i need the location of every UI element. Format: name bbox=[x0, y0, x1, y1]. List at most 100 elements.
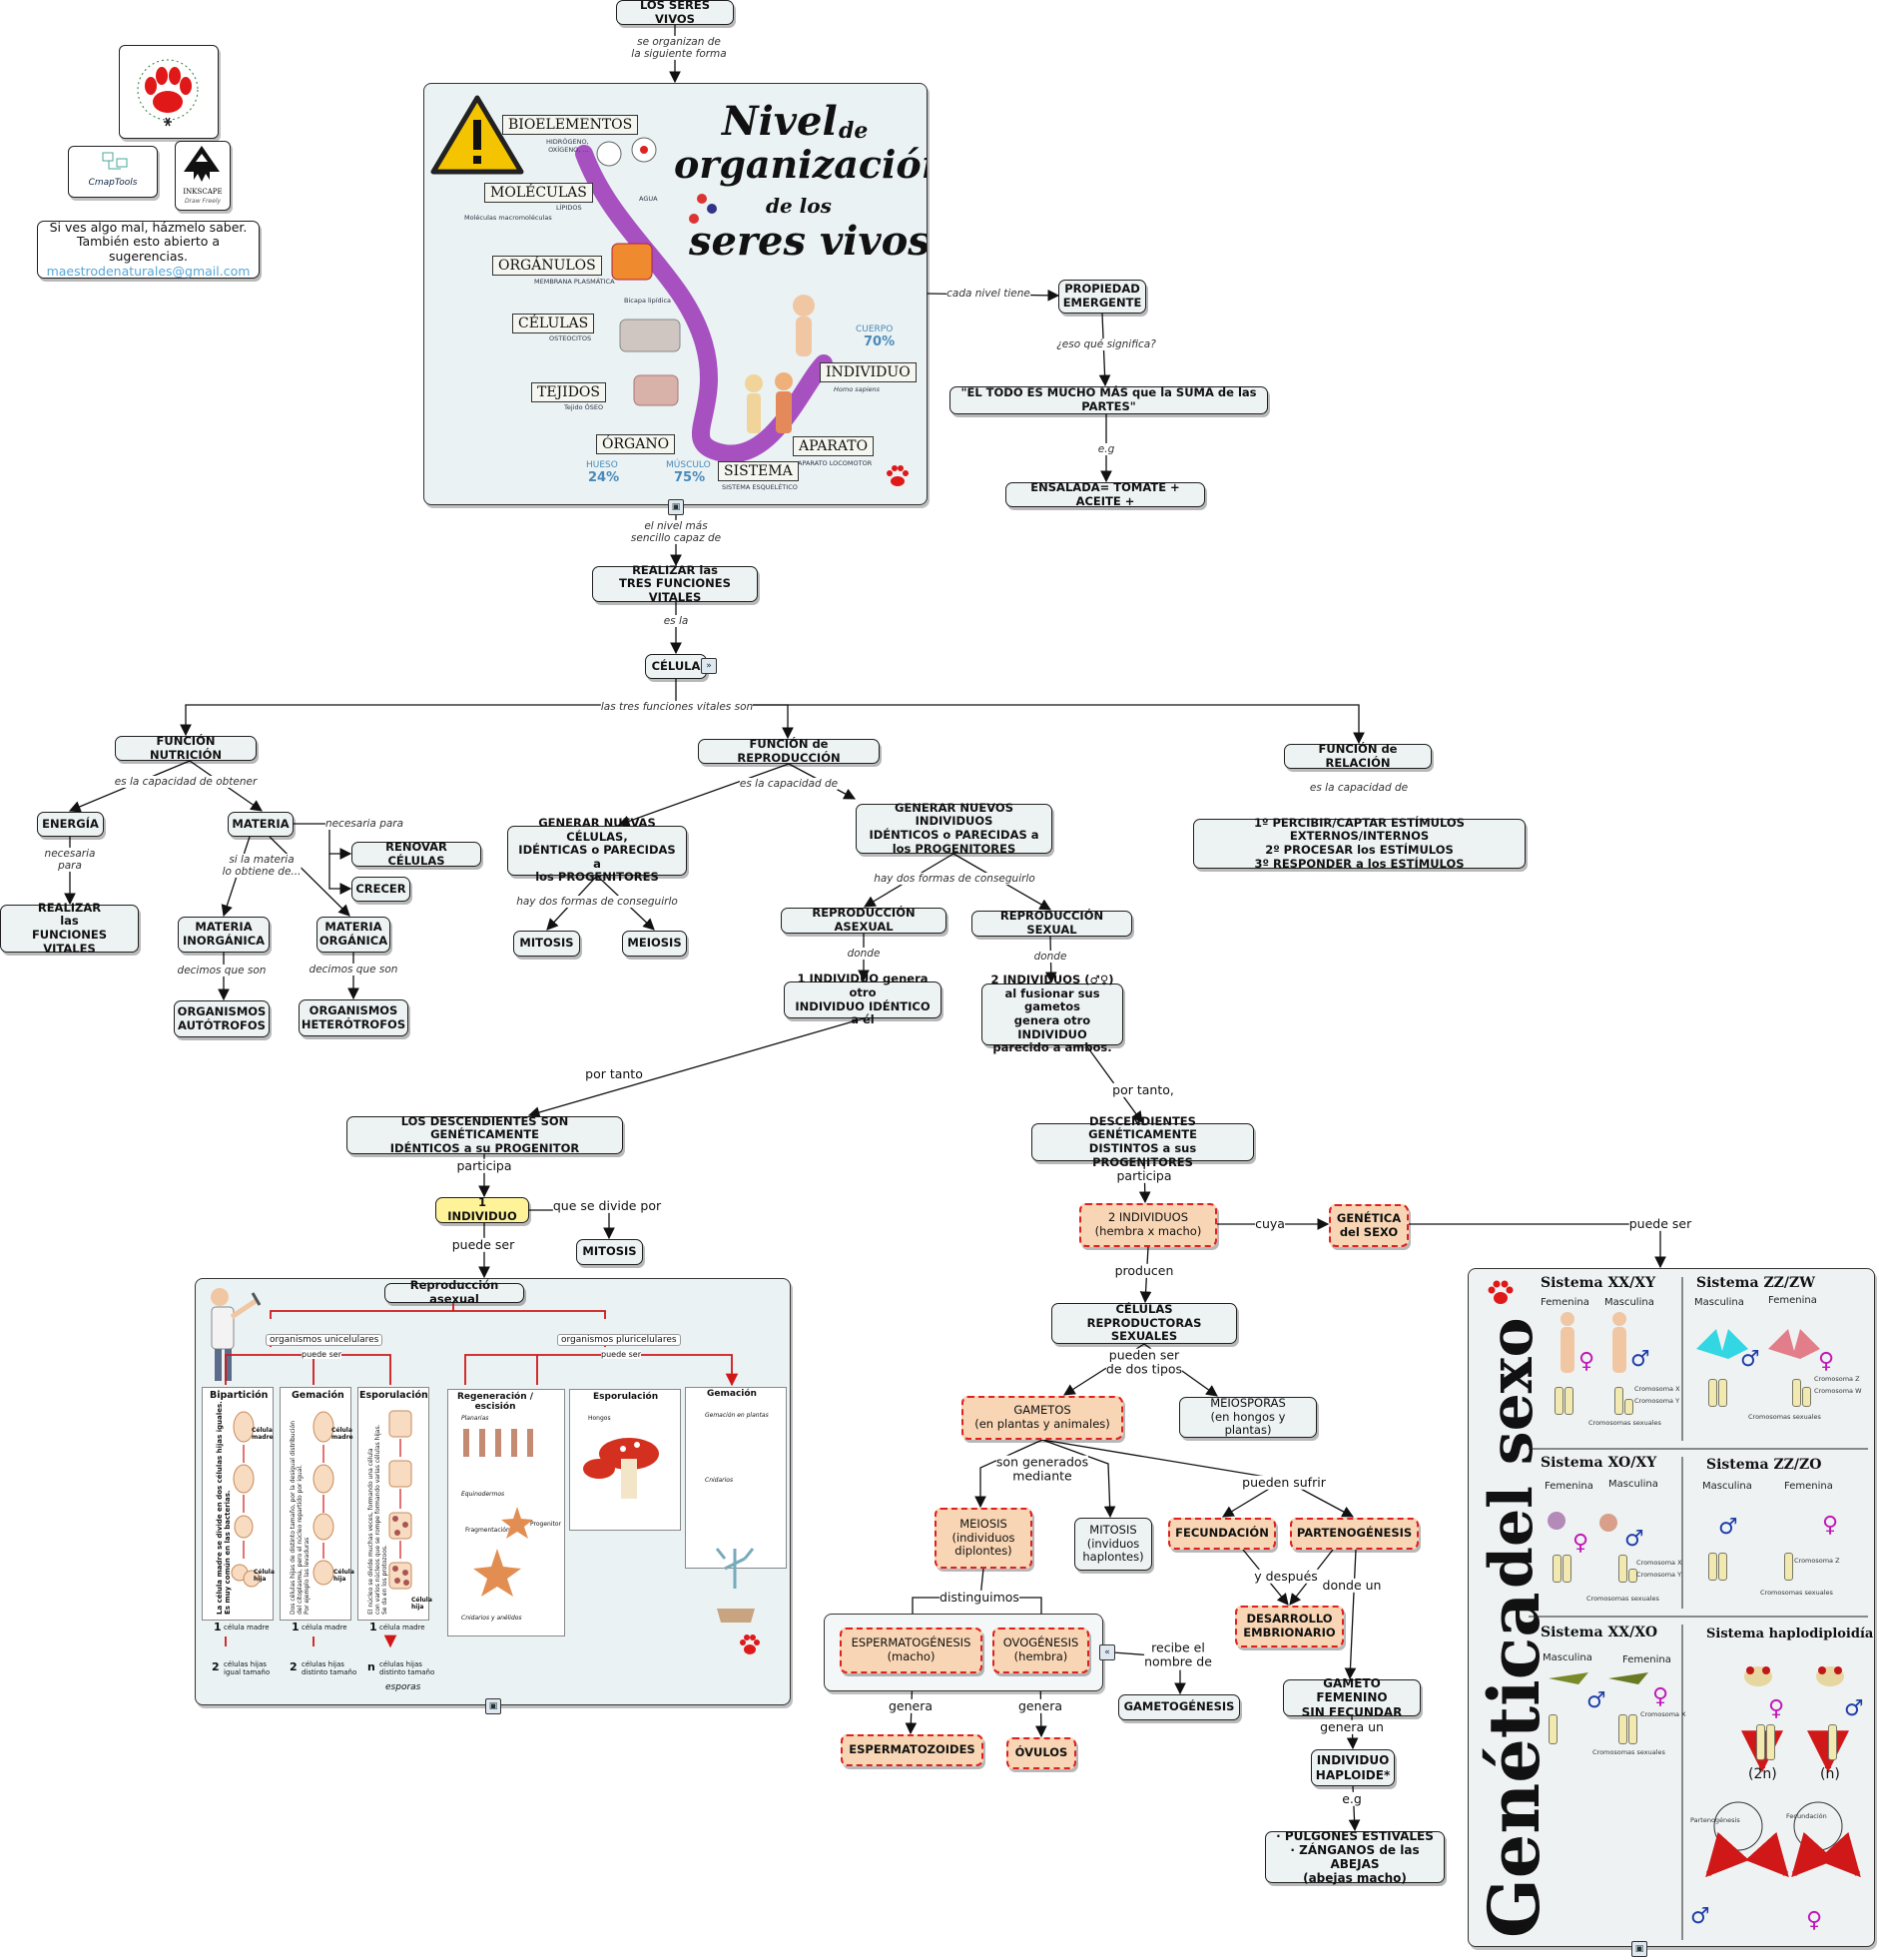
count-1b: 1 bbox=[292, 1621, 300, 1633]
expand-icon[interactable]: » bbox=[701, 658, 717, 674]
cmaptools-label: CmapTools bbox=[88, 178, 138, 188]
contact-note: Si ves algo mal, házmelo saber. También … bbox=[37, 219, 260, 279]
image-icon-asexual[interactable]: ▣ bbox=[485, 1698, 501, 1714]
node-mitosis-3[interactable]: MITOSIS (inviduos haplontes) bbox=[1074, 1518, 1152, 1571]
female-icon-3: ♀ bbox=[1572, 1531, 1589, 1556]
image-icon-genetica[interactable]: ▣ bbox=[1631, 1941, 1647, 1957]
node-materia[interactable]: MATERIA bbox=[228, 812, 294, 837]
link-organizan: se organizan de la siguiente forma bbox=[631, 35, 727, 61]
node-funcion-reproduccion[interactable]: FUNCIÓN de REPRODUCCIÓN bbox=[698, 737, 880, 764]
sub-bicapa: Bicapa lipídica bbox=[624, 297, 672, 305]
node-partenogenesis[interactable]: PARTENOGÉNESIS bbox=[1290, 1518, 1419, 1550]
genetica-paw-icon bbox=[1488, 1280, 1514, 1304]
node-pulgones-zanganos[interactable]: · PULGONES ESTIVALES · ZÁNGANOS de las A… bbox=[1265, 1829, 1445, 1885]
contact-text: Si ves algo mal, házmelo saber. También … bbox=[49, 219, 248, 264]
panel-paw-icon bbox=[887, 465, 909, 486]
link-genera-1: genera bbox=[888, 1697, 934, 1714]
node-dos-individuos[interactable]: 2 INDIVIDUOS (hembra x macho) bbox=[1079, 1203, 1217, 1247]
nivel-title-delos: de los bbox=[766, 194, 832, 218]
node-heterotrofos[interactable]: ORGANISMOS HETERÓTROFOS bbox=[299, 999, 408, 1036]
node-renovar-celulas[interactable]: RENOVAR CÉLULAS bbox=[351, 840, 481, 867]
link-cuya: cuya bbox=[1255, 1215, 1285, 1232]
node-funcion-relacion[interactable]: FUNCIÓN de RELACIÓN bbox=[1284, 742, 1432, 769]
chromosome bbox=[1792, 1379, 1801, 1407]
sistema-haplodiploidia: Sistema haplodiploidía bbox=[1706, 1627, 1874, 1641]
label-hongos: Hongos bbox=[588, 1415, 611, 1422]
node-ovogenesis[interactable]: OVOGÉNESIS (hembra) bbox=[992, 1628, 1089, 1673]
link-dos-formas-2: hay dos formas de conseguirlo bbox=[874, 872, 1035, 886]
node-gametogenesis[interactable]: GAMETOGÉNESIS bbox=[1118, 1694, 1240, 1720]
gemacion2-column bbox=[685, 1387, 787, 1569]
chromosome bbox=[1718, 1379, 1727, 1407]
node-desarrollo-embrionario[interactable]: DESARROLLO EMBRIONARIO bbox=[1235, 1606, 1344, 1647]
node-celulas-reproductoras[interactable]: CÉLULAS REPRODUCTORAS SEXUALES bbox=[1051, 1302, 1237, 1344]
sistema-zz-zw: Sistema ZZ/ZW bbox=[1696, 1275, 1815, 1291]
male-icon-3: ♂ bbox=[1624, 1527, 1644, 1552]
node-realizar-funciones[interactable]: REALIZAR las TRES FUNCIONES VITALES bbox=[592, 563, 758, 604]
nivel-organizacion-panel: Nivel de organización de los seres vivos… bbox=[423, 83, 928, 505]
node-meiosis-1[interactable]: MEIOSIS bbox=[622, 931, 687, 957]
sub-celulas: OSTEOCITOS bbox=[549, 334, 592, 342]
node-realizar-funciones-vitales[interactable]: REALIZAR las FUNCIONES VITALES bbox=[0, 901, 139, 955]
sub-individuo: Homo sapiens bbox=[834, 385, 881, 393]
label-fragmentacion: Fragmentación bbox=[465, 1527, 510, 1534]
node-individuo-haploide[interactable]: INDIVIDUO HAPLOIDE* bbox=[1311, 1749, 1395, 1786]
label-masc-3: Masculina bbox=[1608, 1479, 1658, 1490]
node-energia[interactable]: ENERGÍA bbox=[37, 812, 104, 837]
male-icon-7: ♂ bbox=[1690, 1904, 1710, 1929]
node-todo-suma[interactable]: "EL TODO ES MUCHO MÁS que la SUMA de las… bbox=[949, 386, 1268, 414]
node-mitosis-2[interactable]: MITOSIS bbox=[576, 1239, 643, 1265]
node-espermatozoides[interactable]: ESPERMATOZOIDES bbox=[841, 1734, 983, 1766]
node-espermatogenesis[interactable]: ESPERMATOGÉNESIS (macho) bbox=[840, 1628, 982, 1673]
node-genetica-sexo[interactable]: GENÉTICA del SEXO bbox=[1329, 1204, 1409, 1247]
node-mitosis-1[interactable]: MITOSIS bbox=[513, 931, 580, 957]
image-icon[interactable]: ▣ bbox=[668, 499, 684, 515]
cell-hija-1: Célula hija bbox=[254, 1569, 275, 1583]
link-dos-tipos: pueden ser de dos tipos bbox=[1105, 1347, 1183, 1378]
node-meiosporas[interactable]: MEIOSPORAS (en hongos y plantas) bbox=[1179, 1396, 1317, 1438]
node-gametos[interactable]: GAMETOS (en plantas y animales) bbox=[961, 1396, 1123, 1440]
node-descendientes-distintos[interactable]: DESCENDIENTES GENÉTICAMENTE DISTINTOS a … bbox=[1031, 1114, 1254, 1168]
node-seres-vivos[interactable]: LOS SERES VIVOS bbox=[616, 0, 734, 25]
label-cnidarios: Cnidarios y anélidos bbox=[461, 1615, 522, 1622]
node-meiosis-2[interactable]: MEIOSIS (individuos diplontes) bbox=[935, 1508, 1032, 1569]
node-reproduccion-sexual[interactable]: REPRODUCCIÓN SEXUAL bbox=[971, 910, 1132, 937]
link-donde-2: donde bbox=[1033, 950, 1067, 964]
chromosome bbox=[1553, 1555, 1562, 1583]
node-generar-celulas[interactable]: GENERAR NUEVAS CÉLULAS, IDÉNTICAS o PARE… bbox=[507, 816, 687, 884]
label-masc-2: Masculina bbox=[1694, 1297, 1744, 1308]
node-generar-individuos[interactable]: GENERAR NUEVOS INDIVIDUOS IDÉNTICOS o PA… bbox=[856, 801, 1052, 855]
node-autotrofos[interactable]: ORGANISMOS AUTÓTROFOS bbox=[174, 1000, 270, 1037]
link-participa-1: participa bbox=[456, 1157, 512, 1174]
node-ovulos[interactable]: ÓVULOS bbox=[1006, 1737, 1076, 1769]
node-relaciones-lista[interactable]: 1º PERCIBIR/CAPTAR ESTÍMULOS EXTERNOS/IN… bbox=[1193, 816, 1526, 870]
node-descendientes-identicos[interactable]: LOS DESCENDIENTES SON GENÉTICAMENTE IDÉN… bbox=[346, 1114, 623, 1155]
node-reproduccion-asexual[interactable]: REPRODUCCIÓN ASEXUAL bbox=[781, 907, 946, 934]
sub-lipidos: LÍPIDOS bbox=[556, 204, 582, 212]
collapse-icon[interactable]: « bbox=[1099, 1644, 1115, 1660]
node-gameto-femenino[interactable]: GAMETO FEMENINO SIN FECUNDAR bbox=[1283, 1676, 1421, 1719]
count-2b: 2 bbox=[290, 1660, 298, 1673]
node-fecundacion[interactable]: FECUNDACIÓN bbox=[1168, 1518, 1276, 1550]
label-regeneracion: Regeneración / escisión bbox=[457, 1392, 534, 1412]
node-ensalada[interactable]: ENSALADA= TOMATE + ACEITE + bbox=[1005, 480, 1205, 507]
node-dos-individuos-genera[interactable]: 2 INDIVIDUOS (♂♀) al fusionar sus gameto… bbox=[981, 974, 1123, 1054]
node-materia-inorganica[interactable]: MATERIA INORGÁNICA bbox=[178, 917, 270, 953]
connector-33 bbox=[1409, 1223, 1666, 1269]
hueso-pct: 24% bbox=[588, 470, 620, 485]
node-materia-organica[interactable]: MATERIA ORGÁNICA bbox=[316, 917, 390, 953]
node-funcion-nutricion[interactable]: FUNCIÓN NUTRICIÓN bbox=[115, 734, 257, 761]
node-propiedad-emergente[interactable]: PROPIEDAD EMERGENTE bbox=[1058, 280, 1146, 314]
label-organulos: ORGÁNULOS bbox=[492, 256, 602, 276]
warning-icon bbox=[430, 95, 524, 175]
nivel-title-de: de bbox=[839, 118, 869, 144]
node-crecer[interactable]: CRECER bbox=[351, 877, 410, 902]
asexual-panel: Reproducción asexual organismos unicelul… bbox=[195, 1278, 791, 1705]
node-un-individuo[interactable]: 1 INDIVIDUO bbox=[435, 1196, 529, 1223]
label-fem-4: Femenina bbox=[1784, 1481, 1833, 1492]
contact-email[interactable]: maestrodenaturales@gmail.com bbox=[46, 263, 251, 279]
node-un-individuo-genera[interactable]: 1 INDIVIDUO genera otro INDIVIDUO IDÉNTI… bbox=[784, 973, 941, 1026]
sub-agua: AGUA bbox=[639, 195, 658, 203]
node-celula[interactable]: CÉLULA bbox=[645, 654, 707, 679]
chromosome bbox=[1784, 1553, 1793, 1581]
